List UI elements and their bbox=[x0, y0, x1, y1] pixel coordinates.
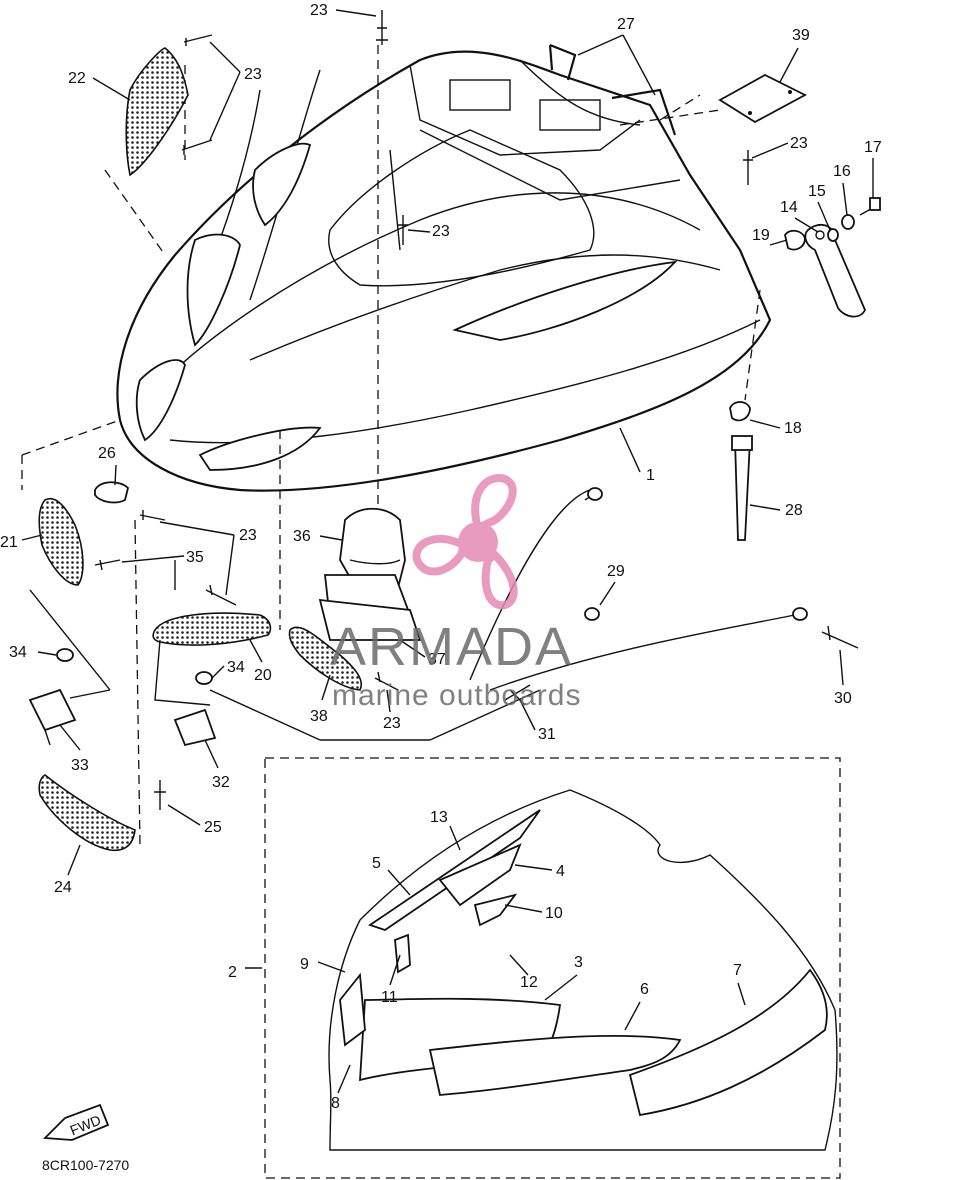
part-28-cable-tie bbox=[731, 435, 753, 541]
callout-34a: 34 bbox=[9, 644, 27, 661]
callout-23a: 23 bbox=[310, 2, 328, 19]
part-22-panel bbox=[125, 47, 189, 177]
callout-14: 14 bbox=[780, 199, 798, 216]
callout-39: 39 bbox=[792, 27, 810, 44]
callout-8: 8 bbox=[331, 1095, 340, 1112]
callout-25: 25 bbox=[204, 819, 222, 836]
callout-12: 12 bbox=[520, 974, 538, 991]
callout-22: 22 bbox=[68, 70, 86, 87]
part-27-brackets bbox=[548, 43, 677, 136]
screw-35 bbox=[94, 559, 121, 571]
callout-13: 13 bbox=[430, 809, 448, 826]
callout-2: 2 bbox=[228, 964, 237, 981]
part-21-grille bbox=[38, 498, 84, 586]
callout-15: 15 bbox=[808, 183, 826, 200]
callout-36: 36 bbox=[293, 528, 311, 545]
part-33-bracket bbox=[28, 648, 77, 746]
callout-32: 32 bbox=[212, 774, 230, 791]
part-37-38-pieces bbox=[288, 598, 422, 691]
callout-21: 21 bbox=[0, 534, 18, 551]
callout-17: 17 bbox=[864, 139, 882, 156]
callout-labels: 1 2 3 4 5 6 7 8 9 10 11 12 13 14 15 16 1… bbox=[0, 2, 882, 1112]
callout-10: 10 bbox=[545, 905, 563, 922]
callout-19: 19 bbox=[752, 227, 770, 244]
callout-24: 24 bbox=[54, 879, 72, 896]
watermark-brand: ARMADA bbox=[330, 617, 573, 677]
part-25-rivet bbox=[154, 780, 166, 810]
callout-30: 30 bbox=[834, 690, 852, 707]
callout-23f: 23 bbox=[383, 715, 401, 732]
callout-37: 37 bbox=[428, 651, 446, 668]
callout-23c: 23 bbox=[432, 223, 450, 240]
part-20-grille bbox=[152, 612, 272, 706]
watermark-tagline: marine outboards bbox=[332, 679, 581, 712]
callout-27: 27 bbox=[617, 16, 635, 33]
fwd-arrow: FWD bbox=[42, 1103, 110, 1141]
callout-35: 35 bbox=[186, 549, 204, 566]
callout-16: 16 bbox=[833, 163, 851, 180]
callout-18: 18 bbox=[784, 420, 802, 437]
parts-29-31 bbox=[504, 487, 859, 706]
callout-23d: 23 bbox=[790, 135, 808, 152]
callout-3: 3 bbox=[574, 954, 583, 971]
callout-7: 7 bbox=[733, 962, 742, 979]
part-32-bracket bbox=[173, 671, 217, 747]
hood-assembly bbox=[116, 50, 772, 492]
callout-11: 11 bbox=[381, 989, 398, 1006]
part-24-panel bbox=[38, 774, 136, 852]
callout-6: 6 bbox=[640, 981, 649, 998]
callout-28: 28 bbox=[785, 502, 803, 519]
drawing-code: 8CR100-7270 bbox=[42, 1157, 129, 1173]
callout-9: 9 bbox=[300, 956, 309, 973]
callout-23b: 23 bbox=[244, 66, 262, 83]
callout-33: 33 bbox=[71, 757, 89, 774]
callout-5: 5 bbox=[372, 855, 381, 872]
callout-20: 20 bbox=[254, 667, 272, 684]
callout-29: 29 bbox=[607, 563, 625, 580]
part-14-lever bbox=[804, 223, 866, 318]
callout-4: 4 bbox=[556, 863, 565, 880]
callout-34b: 34 bbox=[227, 659, 245, 676]
decal-set-box bbox=[264, 757, 841, 1179]
part-26-clip bbox=[94, 481, 129, 504]
callout-1: 1 bbox=[646, 467, 655, 484]
callout-23e: 23 bbox=[239, 527, 257, 544]
armada-watermark: ARMADA marine outboards bbox=[330, 473, 581, 712]
callout-26: 26 bbox=[98, 445, 116, 462]
part-39-plate bbox=[718, 73, 807, 124]
decal-hood-outline bbox=[328, 789, 838, 1151]
callout-38: 38 bbox=[310, 708, 328, 725]
leader-lines bbox=[21, 9, 874, 1094]
callout-31: 31 bbox=[538, 726, 556, 743]
rivets-23 bbox=[139, 10, 753, 691]
propeller-logo-icon bbox=[412, 473, 518, 610]
hardware-15-19 bbox=[729, 197, 881, 422]
